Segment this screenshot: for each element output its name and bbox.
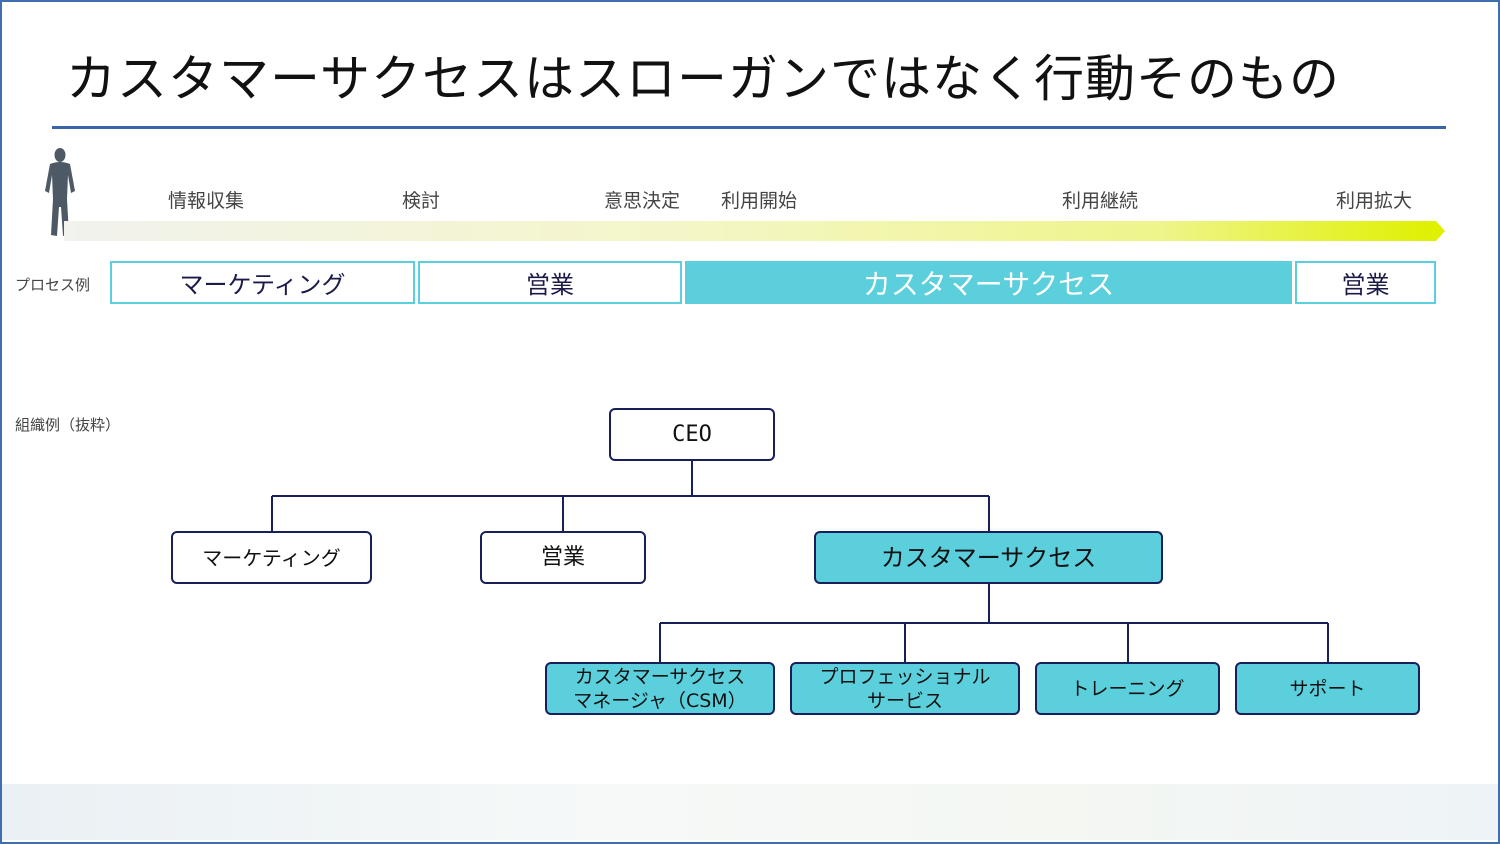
stage-decision: 意思決定 (604, 190, 681, 212)
org-ps-line1: プロフェッショナル (819, 665, 991, 688)
slide-title: カスタマーサクセスはスローガンではなく行動そのもの (66, 50, 1340, 108)
org-support-label: サポート (1289, 677, 1366, 700)
org-marketing-label: マーケティング (202, 545, 341, 570)
org-ceo-label: CEO (672, 421, 712, 447)
org-customer-success: カスタマーサクセス (814, 531, 1163, 584)
person-silhouette-icon (45, 148, 75, 236)
org-csm-line2: マネージャ（CSM） (573, 689, 747, 712)
org-training-label: トレーニング (1070, 677, 1185, 700)
customer-journey-bar (64, 221, 1436, 241)
org-row-label: 組織例（抜粋） (15, 416, 121, 434)
stage-onboarding: 利用開始 (721, 190, 798, 212)
org-team-professional-services: プロフェッショナル サービス (790, 662, 1020, 715)
org-sales: 営業 (480, 531, 646, 584)
journey-arrow-tip (1436, 221, 1445, 241)
org-team-support: サポート (1235, 662, 1420, 715)
org-marketing: マーケティング (171, 531, 372, 584)
stage-consideration: 検討 (402, 190, 441, 212)
org-csm-line1: カスタマーサクセス (574, 665, 746, 688)
stage-continued-use: 利用継続 (1062, 190, 1139, 212)
process-sales: 営業 (418, 261, 682, 304)
org-cs-label: カスタマーサクセス (880, 543, 1097, 572)
org-ps-line2: サービス (866, 689, 943, 712)
org-team-csm: カスタマーサクセス マネージャ（CSM） (545, 662, 775, 715)
org-ceo: CEO (609, 408, 775, 461)
org-sales-label: 営業 (540, 544, 585, 570)
stage-expansion: 利用拡大 (1336, 190, 1413, 212)
process-sales-expansion: 営業 (1295, 261, 1436, 304)
footer-decoration (2, 784, 1498, 840)
title-divider (52, 126, 1446, 129)
process-row-label: プロセス例 (15, 276, 91, 294)
process-customer-success: カスタマーサクセス (685, 261, 1292, 304)
org-team-training: トレーニング (1035, 662, 1220, 715)
stage-information-gathering: 情報収集 (168, 190, 245, 212)
process-marketing: マーケティング (110, 261, 415, 304)
